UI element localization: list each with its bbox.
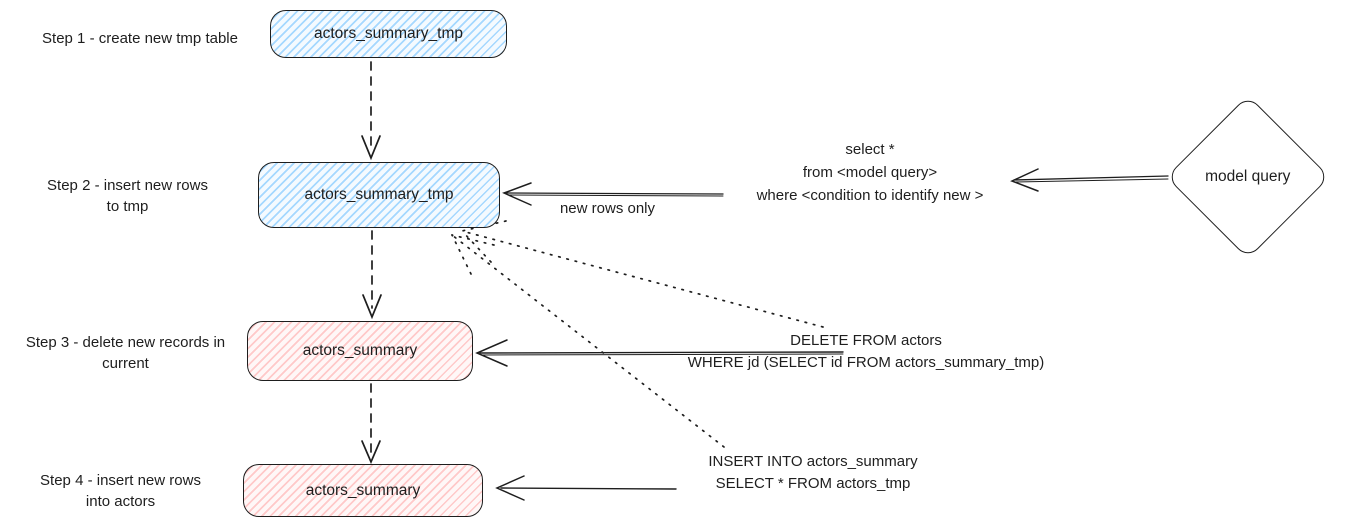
step1-label: Step 1 - create new tmp table — [42, 30, 238, 47]
model-query-node: model query — [1165, 94, 1331, 260]
node-label: actors_summary_tmp — [313, 25, 463, 42]
arrow-step3-to-step4 — [361, 383, 381, 465]
step2-label: Step 2 - insert new rows to tmp — [47, 177, 208, 215]
arrow-step2-to-step3 — [362, 230, 382, 320]
new-rows-only-label: new rows only — [559, 200, 656, 217]
arrow-step1-to-step2 — [361, 61, 381, 161]
step3-label: Step 3 - delete new records in current — [25, 334, 226, 372]
node-label: actors_summary — [302, 342, 418, 359]
arrow-insertsql-to-actors — [495, 475, 677, 501]
node-actors-summary-tmp-step2: actors_summary_tmp — [258, 162, 500, 228]
delete-sql-text: DELETE FROM actors WHERE jd (SELECT id F… — [687, 332, 1045, 371]
insert-sql-text: INSERT INTO actors_summary SELECT * FROM… — [708, 453, 918, 492]
node-actors-summary-step3: actors_summary — [247, 321, 473, 381]
step4-label: Step 4 - insert new rows into actors — [40, 472, 201, 510]
model-query-diamond-shape: model query — [1165, 94, 1331, 260]
dotted-arrow-deletesql-to-tmp — [461, 220, 824, 328]
node-actors-summary-step4: actors_summary — [243, 464, 483, 517]
model-query-label: model query — [1205, 167, 1291, 185]
select-query-text: select * from <model query> where <condi… — [756, 141, 984, 204]
node-label: actors_summary_tmp — [304, 186, 454, 203]
node-label: actors_summary — [305, 481, 421, 499]
node-actors-summary-tmp-step1: actors_summary_tmp — [270, 10, 507, 58]
